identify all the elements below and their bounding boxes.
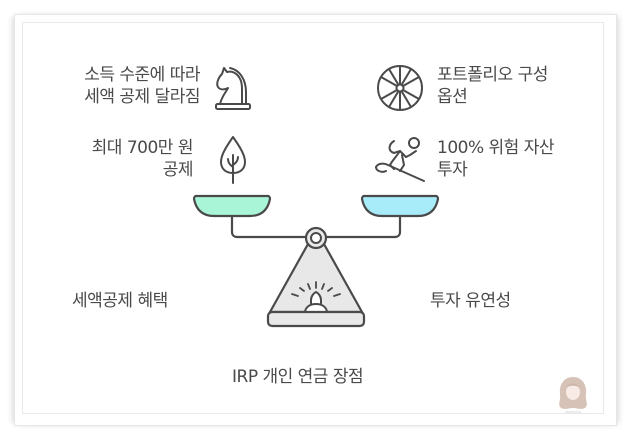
left-category-label: 세액공제 혜택 [72,291,168,311]
left-item-2-text: 최대 700만 원 공제 [91,138,194,180]
inner-frame [22,22,604,414]
tree-icon [218,135,248,185]
surfer-icon [374,135,430,185]
right-item-2-text: 100% 위험 자산 투자 [437,138,554,180]
diagram-title: IRP 개인 연금 장점 [232,367,364,387]
wheel-icon [375,63,425,113]
chess-knight-icon [212,62,252,114]
left-item-1-text: 소득 수준에 따라 세액 공제 달라짐 [84,65,200,107]
right-item-1-text: 포트폴리오 구성 옵션 [437,65,548,107]
balance-scale [192,194,442,330]
avatar-icon [555,374,591,414]
left-pan [192,194,272,218]
right-pan [360,194,440,218]
right-category-label: 투자 유연성 [430,291,511,311]
